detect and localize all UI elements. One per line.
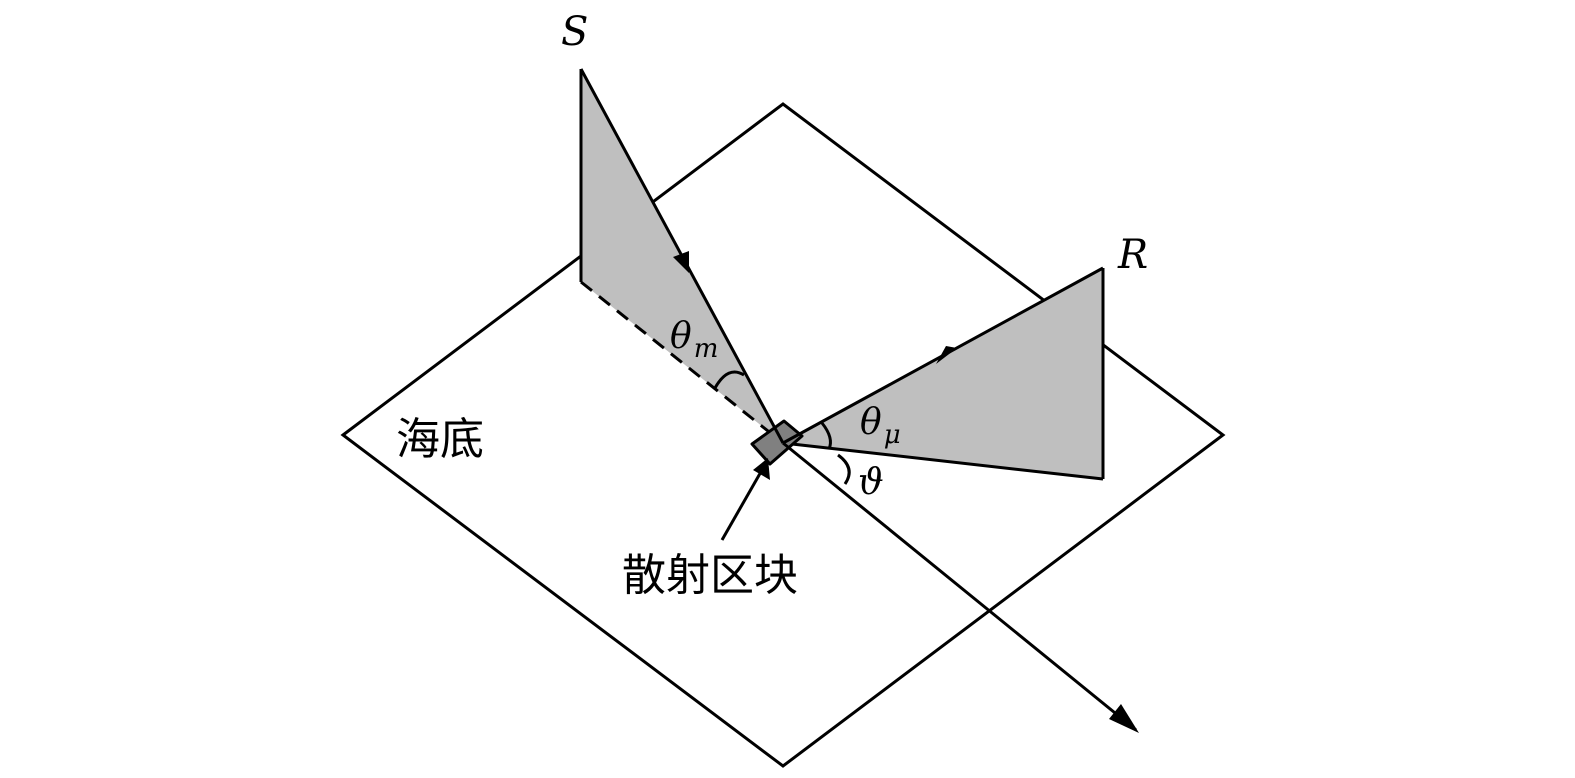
theta-mu-label: θμ [860, 402, 901, 450]
theta-mu-arc [820, 422, 832, 450]
patch-leader-line [720, 469, 764, 541]
scattered-plane [783, 268, 1103, 479]
patch-leader-arrow [753, 458, 770, 480]
azimuth-arc [837, 453, 851, 485]
scattered-ray-arrow [936, 346, 957, 364]
source-label: S [561, 9, 588, 55]
receiver-label: R [1117, 232, 1148, 278]
azimuth-label: ϑ [858, 462, 884, 503]
scatter-patch-label: 散射区块 [622, 550, 798, 601]
incident-plane-base-dashed [580, 280, 784, 445]
seabed-label: 海底 [396, 414, 484, 465]
theta-m-arc [713, 370, 745, 389]
forward-axis-arrow [1109, 704, 1139, 733]
scatter-patch [750, 419, 804, 466]
theta-m-label: θm [670, 316, 718, 364]
forward-axis [782, 441, 1137, 732]
incident-ray-arrow [673, 251, 689, 273]
scattered-plane-base-edge [782, 441, 1104, 481]
